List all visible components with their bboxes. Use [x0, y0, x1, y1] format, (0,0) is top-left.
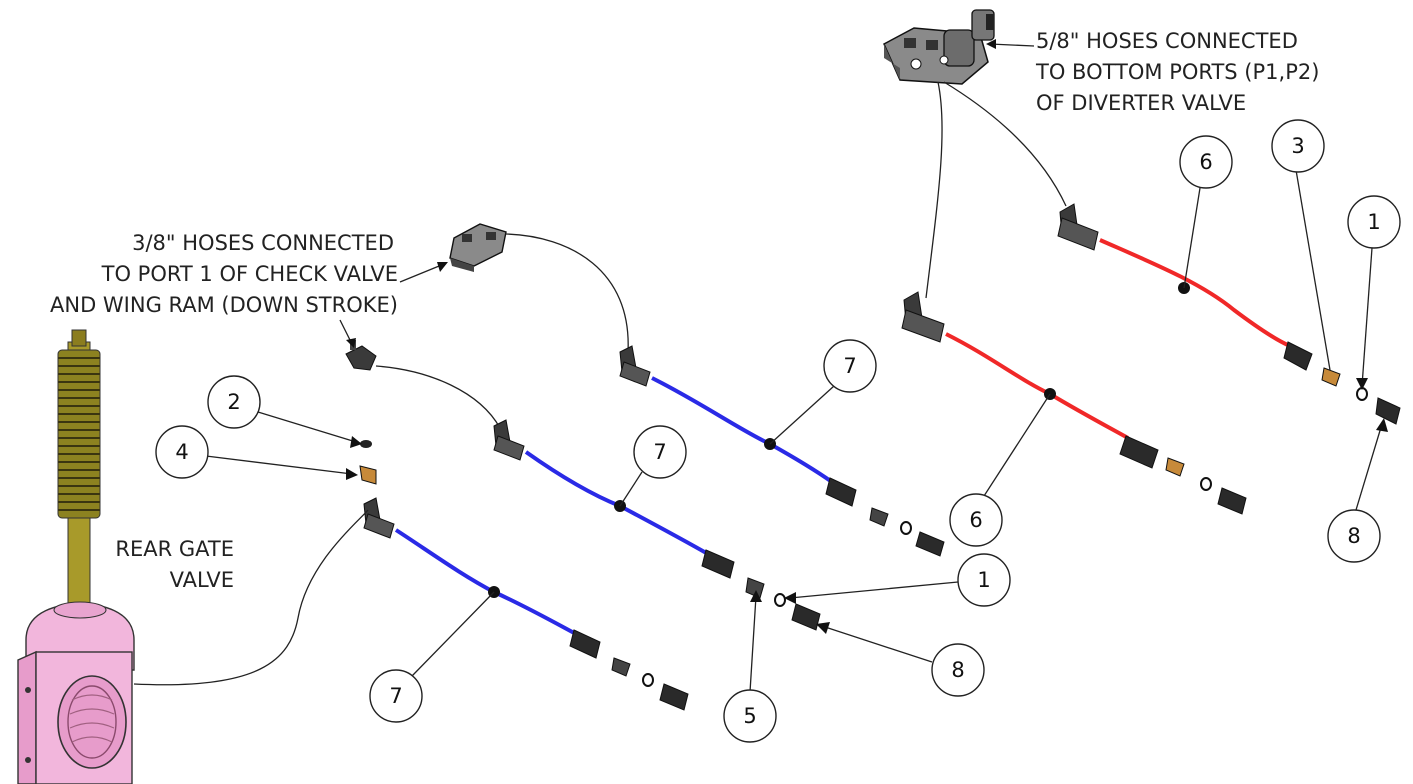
balloon-1-right: 1: [1347, 195, 1401, 249]
balloon-8-right-number: 8: [1347, 524, 1360, 548]
gate-to-hose-line: [133, 509, 369, 686]
diverter-line-left: [925, 81, 943, 299]
red-hose-upper: [1057, 203, 1401, 425]
diverter-line-right: [943, 81, 1067, 207]
rear-gate-valve-note: REAR GATE VALVE: [115, 537, 234, 592]
balloon-6-bottom: 6: [949, 493, 1003, 547]
balloon-6-bottom-number: 6: [969, 508, 982, 532]
balloon-5-number: 5: [743, 704, 756, 728]
check-note-line-3: AND WING RAM (DOWN STROKE): [50, 293, 398, 317]
balloon-8-right: 8: [1327, 509, 1381, 563]
balloon-7-mid-number: 7: [653, 440, 666, 464]
balloon-6-top-number: 6: [1199, 150, 1212, 174]
balloon-7-right: 7: [823, 339, 877, 393]
check-note-line-1: 3/8" HOSES CONNECTED: [132, 231, 394, 255]
diverter-note-leader: [989, 43, 1035, 47]
check-note-leader: [399, 263, 445, 283]
diverter-note-line-1: 5/8" HOSES CONNECTED: [1036, 29, 1298, 53]
blue-hose-middle: [493, 419, 821, 631]
rear-gate-valve: [17, 329, 135, 784]
gate-note-line-1: REAR GATE: [115, 537, 234, 561]
check-valve: [449, 223, 507, 272]
balloon-2-number: 2: [227, 390, 240, 414]
balloon-7-right-number: 7: [843, 354, 856, 378]
balloon-3-number: 3: [1291, 134, 1304, 158]
balloon-1-mid-number: 1: [977, 568, 990, 592]
fitting-2-washer: [360, 440, 372, 448]
port-to-mid-hose-line: [375, 365, 501, 429]
gate-note-line-2: VALVE: [170, 568, 234, 592]
fitting-4-adapter: [359, 465, 377, 485]
balloon-2: 2: [207, 375, 261, 429]
diverter-note-line-3: OF DIVERTER VALVE: [1036, 91, 1246, 115]
diverter-valve: [883, 9, 995, 85]
balloon-7-low: 7: [369, 669, 423, 723]
check-to-hose-line: [505, 233, 629, 353]
blue-hose-top: [619, 345, 945, 557]
balloon-6-top: 6: [1179, 135, 1233, 189]
diverter-note-line-2: TO BOTTOM PORTS (P1,P2): [1035, 60, 1319, 84]
balloon-1-right-number: 1: [1367, 210, 1380, 234]
balloon-1-mid: 1: [957, 553, 1011, 607]
balloon-4-number: 4: [175, 440, 188, 464]
stem-threads: [57, 349, 101, 519]
balloon-7-mid: 7: [633, 425, 687, 479]
check-note-line-2: TO PORT 1 OF CHECK VALVE: [101, 262, 398, 286]
balloon-3: 3: [1271, 119, 1325, 173]
balloon-4: 4: [155, 425, 209, 479]
balloon-8-mid-number: 8: [951, 658, 964, 682]
red-hose-lower: [901, 291, 1247, 515]
diverter-valve-note: 5/8" HOSES CONNECTED TO BOTTOM PORTS (P1…: [1035, 29, 1319, 115]
check-valve-note: 3/8" HOSES CONNECTED TO PORT 1 OF CHECK …: [50, 231, 398, 317]
balloon-7-low-number: 7: [389, 684, 402, 708]
balloon-5: 5: [723, 689, 777, 743]
balloon-8-mid: 8: [931, 643, 985, 697]
